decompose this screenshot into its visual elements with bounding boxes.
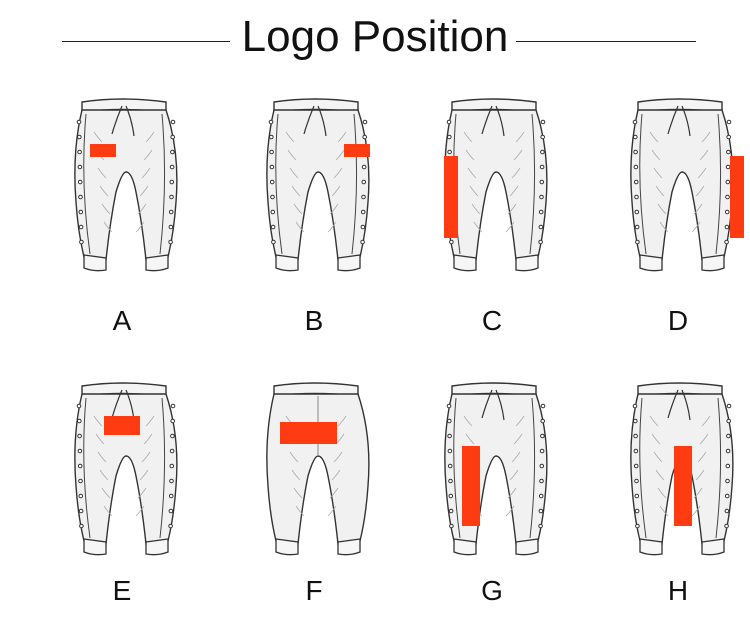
logo-placement-marker (730, 156, 744, 238)
option-label: D (667, 305, 689, 336)
option-label: G (481, 575, 503, 606)
logo-placement-marker (462, 446, 480, 526)
logo-option-b[interactable] (234, 92, 394, 352)
pants-drawing (444, 382, 548, 556)
option-label: A (112, 305, 132, 336)
pants-drawing (266, 382, 370, 556)
pants-drawing (444, 98, 548, 272)
logo-option-a[interactable] (42, 92, 202, 352)
logo-option-e[interactable] (42, 376, 202, 636)
logo-option-d[interactable] (598, 92, 750, 352)
pants-illustration (630, 98, 744, 272)
pants-illustration (444, 98, 548, 272)
logo-option-f[interactable] (234, 376, 394, 636)
title-rule-right (516, 41, 696, 42)
option-label: B (304, 305, 324, 336)
pants-drawing (630, 98, 734, 272)
option-label: C (481, 305, 503, 336)
logo-placement-marker (280, 422, 337, 444)
pants-drawing (74, 382, 178, 556)
logo-option-h[interactable] (598, 376, 750, 636)
pants-illustration (444, 382, 548, 556)
header: Logo Position (0, 0, 750, 80)
logo-option-g[interactable] (412, 376, 572, 636)
logo-option-c[interactable] (412, 92, 572, 352)
pants-drawing (74, 98, 178, 272)
pants-drawing (630, 382, 734, 556)
pants-illustration (74, 382, 178, 556)
option-label: H (667, 575, 689, 606)
logo-placement-marker (90, 144, 116, 157)
pants-illustration (630, 382, 734, 556)
pants-illustration (74, 98, 178, 272)
logo-placement-marker (444, 156, 458, 238)
option-label: E (112, 575, 132, 606)
pants-illustration (266, 98, 370, 272)
pants-drawing (266, 98, 370, 272)
option-label: F (305, 575, 323, 606)
logo-placement-marker (674, 446, 692, 526)
title-rule-left (62, 41, 230, 42)
page-title: Logo Position (241, 12, 509, 61)
pants-illustration (266, 382, 370, 556)
logo-placement-marker (104, 416, 140, 435)
logo-placement-marker (344, 144, 370, 157)
